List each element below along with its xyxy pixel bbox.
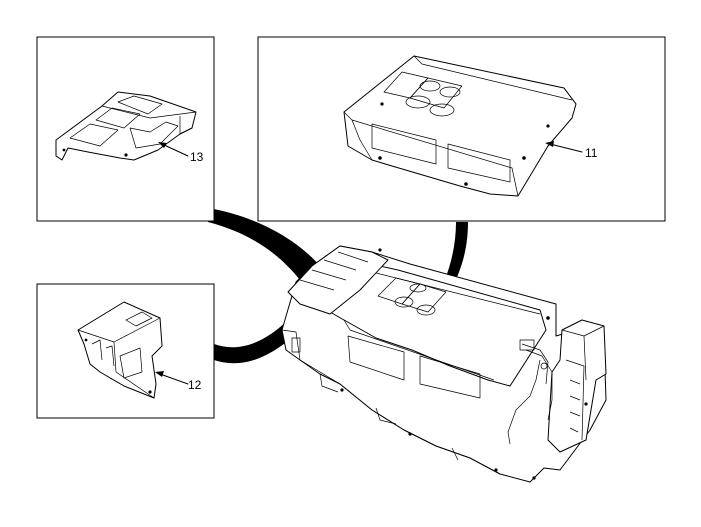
leader-arrow-13 <box>158 142 167 148</box>
connector-band-11 <box>444 222 468 288</box>
callout-label-12: 12 <box>188 378 202 392</box>
leader-arrow-12 <box>155 371 164 377</box>
battery-pack-assembly <box>281 245 607 483</box>
callout-label-13: 13 <box>190 150 204 164</box>
leader-line-11 <box>549 143 583 153</box>
bracket-part-12 <box>77 301 163 399</box>
leader-line-12 <box>159 373 189 385</box>
connector-band-12 <box>214 318 298 364</box>
cover-part-11 <box>343 55 577 197</box>
leader-arrow-11 <box>545 141 554 147</box>
leader-line-13 <box>161 143 189 157</box>
callout-label-11: 11 <box>585 146 598 160</box>
connector-band-13 <box>208 208 322 280</box>
